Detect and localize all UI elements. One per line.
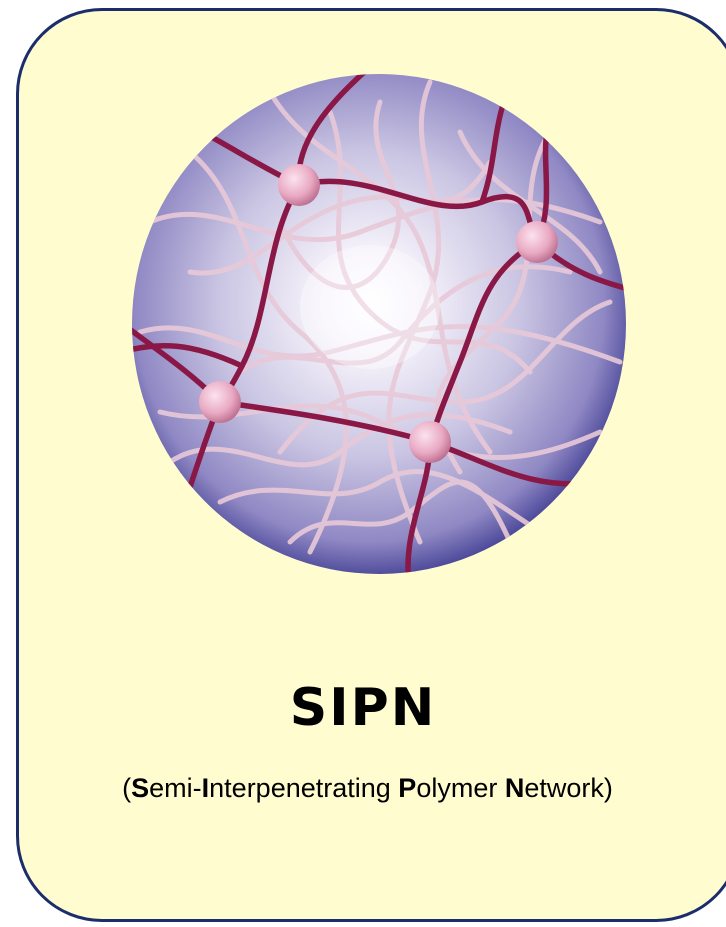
junction-node: [278, 164, 320, 206]
subtitle-word-semi: emi-: [149, 773, 202, 803]
subtitle-word-interpenetrating: nterpenetrating: [209, 773, 398, 803]
subtitle-initial-p: P: [398, 773, 416, 803]
junction-node: [516, 221, 558, 263]
subtitle-initial-s: S: [131, 773, 149, 803]
subtitle-word-polymer: olymer: [416, 773, 505, 803]
junction-node: [409, 421, 451, 463]
subtitle-close-paren: ): [604, 773, 613, 803]
diagram-title: SIPN: [0, 678, 726, 738]
junction-node: [199, 381, 241, 423]
polymer-network-sphere-icon: [130, 72, 628, 577]
polymer-network-illustration: [130, 72, 628, 577]
subtitle-initial-n: N: [505, 773, 525, 803]
subtitle-word-network: etwork: [524, 773, 604, 803]
subtitle-open-paren: (: [122, 773, 131, 803]
diagram-subtitle: (Semi-Interpenetrating Polymer Network): [0, 773, 726, 804]
